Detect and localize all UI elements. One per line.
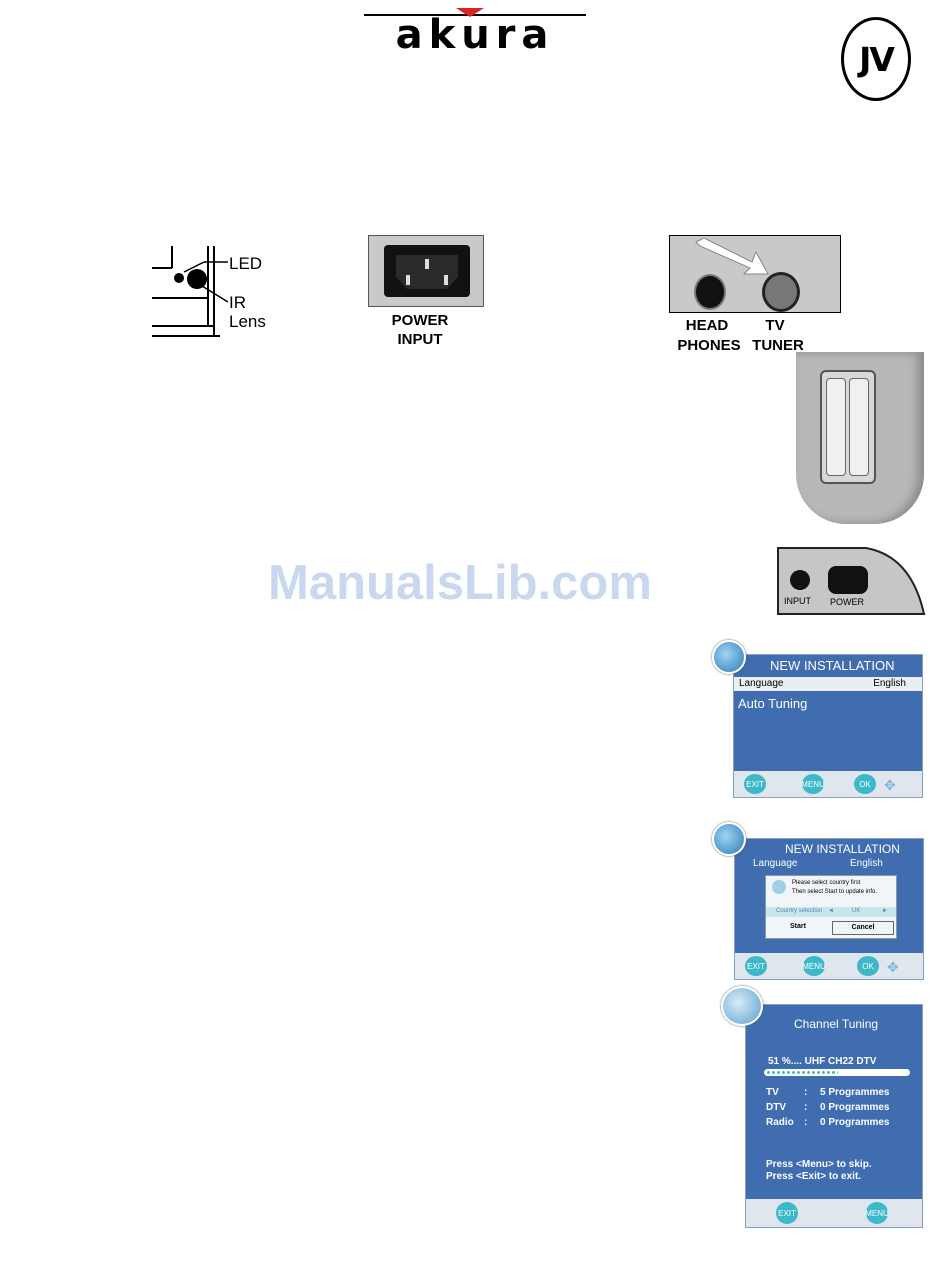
- dialog-start-button[interactable]: Start: [790, 923, 806, 930]
- tuning-progress-fill: [766, 1071, 838, 1074]
- tuning-row-separator: :: [804, 1087, 808, 1098]
- tuning-status: 51 %.... UHF CH22 DTV: [768, 1056, 877, 1067]
- screen1-auto-tuning[interactable]: Auto Tuning: [738, 696, 808, 711]
- tuning-row-value: 0 Programmes: [820, 1117, 890, 1128]
- led-dot-icon: [174, 273, 184, 283]
- screen1-navigate-icon: ✥: [884, 777, 896, 793]
- tv-tuner-socket: [762, 272, 800, 312]
- tuner-label: TUNER: [752, 337, 804, 354]
- remote-battery-compartment: [796, 352, 924, 524]
- dialog-line2: Then select Start to update info.: [792, 889, 878, 895]
- screen1-ok-button[interactable]: OK: [854, 774, 876, 794]
- jv-badge-logo: JV: [841, 17, 911, 101]
- phones-caption: PHONES: [673, 336, 745, 355]
- headphones-jack: [694, 274, 726, 310]
- screen-new-installation: NEW INSTALLATION Language English Auto T…: [733, 654, 923, 798]
- tuning-row-label: DTV: [766, 1102, 786, 1113]
- screen2-ok-button[interactable]: OK: [857, 956, 879, 976]
- channel-tuning-icon: [721, 986, 763, 1026]
- socket-pin-left: [406, 275, 410, 285]
- battery-right-icon: [849, 378, 869, 476]
- dialog-line1: Please select country first: [792, 880, 861, 886]
- power-caption-line1: POWER: [391, 312, 449, 329]
- brand-red-accent: [456, 8, 484, 17]
- screen1-title: NEW INSTALLATION: [770, 658, 895, 673]
- head-label: HEAD: [685, 317, 729, 334]
- screen1-menu-button[interactable]: MENU: [801, 774, 825, 794]
- tuning-row-value: 0 Programmes: [820, 1102, 890, 1113]
- screen1-exit-button[interactable]: EXIT: [744, 774, 766, 794]
- screen3-exit-button[interactable]: EXIT: [776, 1202, 798, 1224]
- country-dialog: Please select country first Then select …: [765, 875, 897, 939]
- power-caption-line2: INPUT: [397, 331, 443, 348]
- tuning-row-separator: :: [804, 1117, 808, 1128]
- arrow-icon: [695, 238, 769, 275]
- dc-power-socket-icon: [828, 566, 868, 594]
- tuning-hint-exit: Press <Exit> to exit.: [766, 1171, 862, 1182]
- tuner-caption: TUNER: [749, 336, 807, 355]
- screen2-language-label: Language: [753, 858, 798, 869]
- tuning-row-separator: :: [804, 1102, 808, 1113]
- dialog-info-icon: [772, 880, 786, 894]
- country-value: UK: [852, 908, 861, 914]
- screen1-language-label: Language: [739, 678, 784, 689]
- dc-input-label: INPUT: [784, 596, 811, 606]
- tv-label: TV: [765, 317, 785, 334]
- country-selection-row[interactable]: Country selection ◄ UK ►: [766, 907, 896, 917]
- screen2-menu-button[interactable]: MENU: [802, 956, 826, 976]
- headphones-caption: HEAD: [684, 316, 730, 335]
- dc-power-panel: [777, 547, 926, 615]
- watermark-text: ManualsLib.com: [268, 556, 652, 610]
- battery-left-icon: [826, 378, 846, 476]
- power-input-panel: [368, 235, 484, 307]
- tv-caption: TV: [760, 316, 790, 335]
- battery-bay: [820, 370, 876, 484]
- screen2-button-bar: EXIT MENU OK ✥: [735, 953, 923, 979]
- ir-label: IR: [229, 293, 246, 312]
- ir-lens-icon: [187, 269, 207, 289]
- screen1-language-row[interactable]: Language English: [734, 677, 922, 691]
- socket-pin-right: [444, 275, 448, 285]
- screen3-title: Channel Tuning: [794, 1017, 879, 1031]
- screen2-title: NEW INSTALLATION: [785, 842, 900, 856]
- led-ir-diagram: [152, 246, 228, 337]
- settings-gear-icon-1: [712, 640, 746, 674]
- dialog-cancel-button[interactable]: Cancel: [832, 921, 894, 935]
- socket-pin-earth: [425, 259, 429, 269]
- power-input-caption: POWER INPUT: [368, 311, 472, 349]
- jv-badge-text: JV: [859, 39, 895, 79]
- dc-input-jack-icon: [790, 570, 810, 590]
- country-left-arrow-icon[interactable]: ◄: [828, 908, 834, 914]
- screen2-exit-button[interactable]: EXIT: [745, 956, 767, 976]
- screen2-navigate-icon: ✥: [887, 959, 899, 975]
- country-selection-label: Country selection: [776, 908, 823, 914]
- tuning-row-value: 5 Programmes: [820, 1087, 890, 1098]
- screen1-language-value: English: [873, 678, 906, 689]
- screen2-language-value: English: [850, 858, 883, 869]
- screen3-button-bar: EXIT MENU: [746, 1199, 922, 1227]
- led-label: LED: [229, 254, 263, 273]
- akura-logo: akura: [396, 16, 555, 56]
- phones-label: PHONES: [677, 337, 741, 354]
- screen-channel-tuning: Channel Tuning 51 %.... UHF CH22 DTV TV:…: [745, 1004, 923, 1228]
- country-right-arrow-icon[interactable]: ►: [882, 908, 888, 914]
- settings-gear-icon-2: [712, 822, 746, 856]
- screen-country-select: NEW INSTALLATION Language English Please…: [734, 838, 924, 980]
- tuning-row-label: TV: [766, 1087, 779, 1098]
- dc-power-label: POWER: [830, 597, 865, 607]
- brand-wordmark: akura: [396, 16, 555, 56]
- screen1-button-bar: EXIT MENU OK ✥: [734, 771, 922, 797]
- tuning-progress-track: [764, 1069, 910, 1076]
- tuning-hint-menu: Press <Menu> to skip.: [766, 1159, 872, 1170]
- power-socket: [384, 245, 470, 297]
- lens-label: Lens: [229, 312, 266, 331]
- tuning-row-label: Radio: [766, 1117, 794, 1128]
- screen3-menu-button[interactable]: MENU: [865, 1202, 889, 1224]
- side-connector-panel: [669, 235, 841, 313]
